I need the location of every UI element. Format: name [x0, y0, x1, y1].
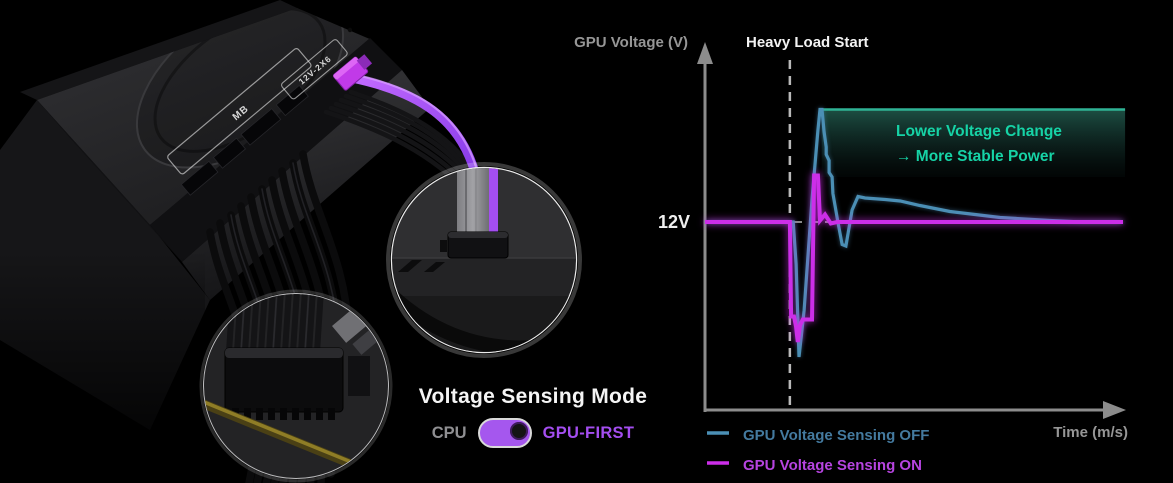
- voltage-sensing-mode-block: Voltage Sensing Mode CPU GPU-FIRST: [392, 385, 674, 448]
- legend-off-label: GPU Voltage Sensing OFF: [743, 427, 929, 444]
- shadow-fade: [0, 250, 205, 483]
- mode-title: Voltage Sensing Mode: [418, 385, 648, 408]
- y-axis-title: GPU Voltage (V): [574, 34, 688, 51]
- surface-slash-marks: [398, 260, 422, 272]
- mb-sockets: [180, 84, 309, 196]
- purple-cable: [347, 73, 482, 185]
- series-on-line: [705, 173, 1123, 343]
- x-axis-arrow-icon: [1103, 401, 1126, 419]
- mode-option-gpu-first[interactable]: GPU-FIRST: [542, 423, 635, 442]
- mode-option-cpu[interactable]: CPU: [431, 423, 467, 442]
- y-axis-arrow-icon: [697, 42, 713, 64]
- psu-top-face: [37, 8, 372, 225]
- mode-toggle-switch[interactable]: [477, 418, 532, 448]
- mb-inset-circle: [199, 289, 393, 483]
- psu-connector-strip: [150, 38, 402, 262]
- purple-cable-highlight: [350, 72, 481, 179]
- chart-legend: GPU Voltage Sensing OFF GPU Voltage Sens…: [707, 427, 929, 474]
- pcb-gold-trace: [204, 395, 358, 471]
- ref-12v-label: 12V: [658, 212, 690, 232]
- load-start-label: Heavy Load Start: [746, 34, 869, 51]
- gray-cable-band: [457, 168, 489, 238]
- legend-on-label: GPU Voltage Sensing ON: [743, 457, 922, 474]
- purple-cable-stripe: [489, 168, 498, 238]
- highlight-band: [821, 109, 1126, 177]
- band-annotation-line1: Lower Voltage Change: [896, 123, 1062, 140]
- toggle-knob-icon: [509, 422, 528, 440]
- band-annotation-line2: → More Stable Power: [896, 148, 1054, 165]
- x-axis-title: Time (m/s): [1053, 424, 1128, 441]
- purple-connector: [332, 54, 373, 91]
- chart-axes: [703, 60, 1104, 412]
